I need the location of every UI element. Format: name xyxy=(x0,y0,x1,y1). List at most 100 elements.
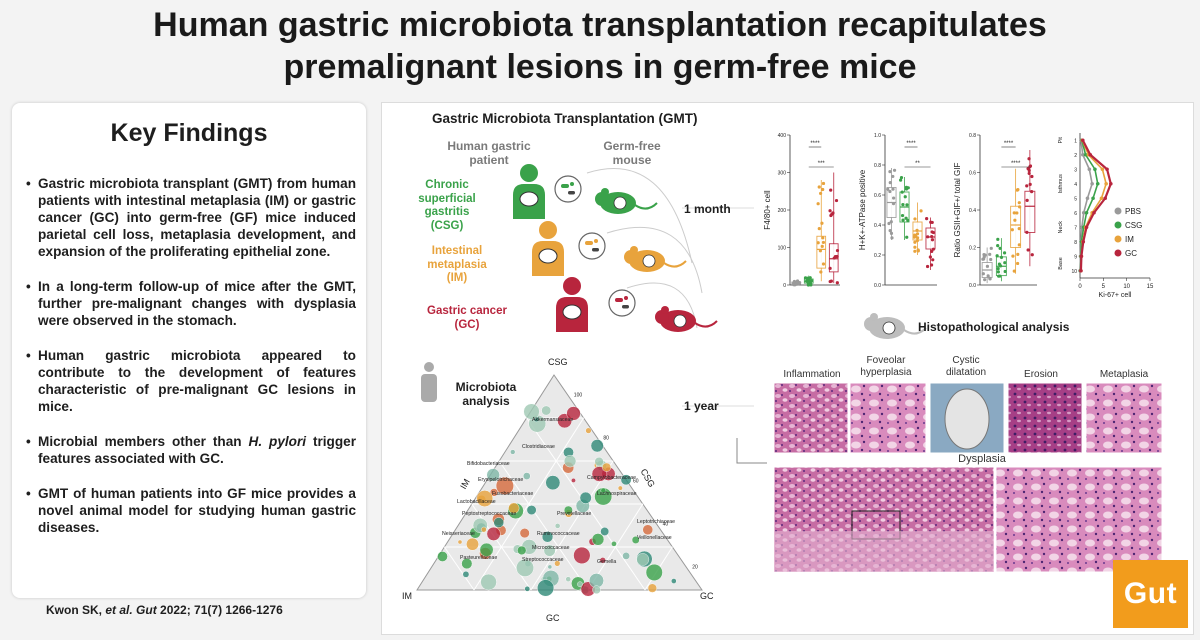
box-point xyxy=(888,189,892,194)
bacteria xyxy=(585,241,593,245)
line-series xyxy=(1079,139,1112,271)
finding-text: Gastric microbiota transplant (GMT) from… xyxy=(38,176,356,259)
ternary-bubble xyxy=(647,583,658,593)
box-point xyxy=(900,190,904,194)
box-point xyxy=(891,202,896,206)
box-point xyxy=(1012,269,1016,273)
box-point xyxy=(988,252,992,256)
histology-image xyxy=(773,382,849,454)
box-point xyxy=(816,241,820,245)
box-point xyxy=(899,178,903,182)
box-point xyxy=(913,245,917,249)
ternary-bubble xyxy=(565,576,572,582)
bacteria xyxy=(592,248,599,252)
ternary-bubble xyxy=(480,573,497,591)
box-point xyxy=(926,235,930,239)
mouse-tail xyxy=(694,320,718,328)
box-point xyxy=(915,232,920,236)
ternary-taxon-label: Leptotrichiaceae xyxy=(637,519,675,525)
line-point xyxy=(1079,254,1084,259)
person-grey-head-icon xyxy=(424,362,434,372)
box-point xyxy=(925,217,929,221)
line-x-tick-label: 5 xyxy=(1102,284,1106,290)
line-point xyxy=(1081,138,1085,143)
group-line: (GC) xyxy=(454,318,480,331)
box-point xyxy=(808,276,812,280)
box-point xyxy=(888,170,892,174)
box-point xyxy=(821,181,826,186)
mouse-stomach xyxy=(673,314,687,328)
box-point xyxy=(817,227,821,231)
group-line: superficial xyxy=(418,192,476,205)
box-point xyxy=(996,270,1000,274)
ternary-taxon-label: Micrococcaceae xyxy=(532,545,570,551)
ternary-taxon-label: Clostridiaceae xyxy=(522,444,555,450)
ternary-taxon-label: Neisseriaceae xyxy=(442,531,475,537)
box-point xyxy=(1027,157,1031,161)
bacteria xyxy=(594,239,598,243)
box-point xyxy=(828,209,832,213)
line-x-tick-label: 10 xyxy=(1123,284,1130,290)
box-y-tick-label: 1.0 xyxy=(874,133,881,139)
box-y-tick-label: 0.6 xyxy=(874,193,881,199)
figure-svg: 10080604020AkkermansiaceaeClostridiaceae… xyxy=(416,133,1163,597)
finding-4: • Microbial members other than H. pylori… xyxy=(26,433,356,467)
box-point xyxy=(989,246,993,250)
mouse-stomach xyxy=(613,196,627,210)
dysplasia-image-high xyxy=(995,466,1163,573)
person-head xyxy=(563,277,581,295)
ternary-bubble xyxy=(461,558,473,570)
box-point xyxy=(903,195,907,199)
line-point xyxy=(1088,152,1093,157)
line-point xyxy=(1109,181,1113,186)
ternary-bubble xyxy=(543,544,556,557)
finding-3: • Human gastric microbiota appeared to c… xyxy=(26,347,356,415)
box-point xyxy=(1030,253,1034,257)
box-point xyxy=(821,240,826,245)
box-point xyxy=(985,264,990,268)
ternary-bubble xyxy=(523,403,540,420)
histology-image xyxy=(1007,382,1083,454)
box-point xyxy=(915,236,920,240)
line-region-label: Base xyxy=(1058,257,1064,270)
box-point xyxy=(1025,184,1029,188)
legend-marker xyxy=(1114,249,1122,257)
box-point xyxy=(1015,188,1019,192)
box-point xyxy=(1027,168,1031,173)
significance-label: *** xyxy=(818,161,826,167)
ternary-bubble xyxy=(590,439,604,453)
ternary-bubble xyxy=(573,546,591,565)
box-point xyxy=(831,211,835,215)
transfer-arc xyxy=(586,168,693,264)
ternary-taxon-label: Akkermansiaceae xyxy=(532,417,573,423)
patient-gc-icon xyxy=(556,277,588,332)
citation-rest: 2022; 71(7) 1266-1276 xyxy=(156,603,283,617)
box-point xyxy=(930,234,934,239)
human-header-line: Human gastric xyxy=(447,139,531,153)
line-point xyxy=(1087,167,1092,172)
finding-text-post: trigger features associated with GC. xyxy=(38,434,357,466)
legend-label: GC xyxy=(1125,249,1137,258)
box-point xyxy=(818,249,822,253)
histo-label-erosion: Erosion xyxy=(1024,369,1058,380)
line-y-tick-label: 4 xyxy=(1074,182,1077,188)
ternary-bubble xyxy=(476,490,494,507)
line-point xyxy=(1085,196,1090,201)
box-y-tick-label: 0.0 xyxy=(969,283,976,289)
box-point xyxy=(981,257,985,261)
line-y-tick-label: 6 xyxy=(1074,211,1077,217)
ternary-bubble xyxy=(479,542,494,557)
box-y-tick-label: 400 xyxy=(778,133,787,139)
line-region-label: Pit xyxy=(1058,137,1064,144)
line-x-tick-label: 0 xyxy=(1078,284,1082,290)
box-point xyxy=(906,218,910,222)
ternary-bubble xyxy=(600,527,610,536)
box-point xyxy=(983,278,987,282)
line-y-tick-label: 3 xyxy=(1074,167,1077,173)
box-point xyxy=(1011,254,1015,258)
box-point xyxy=(904,185,909,189)
box-iqr xyxy=(1010,205,1022,248)
box-point xyxy=(832,256,836,260)
ternary-taxon-label: Lactobacillaceae xyxy=(457,499,496,505)
bullet: • xyxy=(26,486,31,501)
